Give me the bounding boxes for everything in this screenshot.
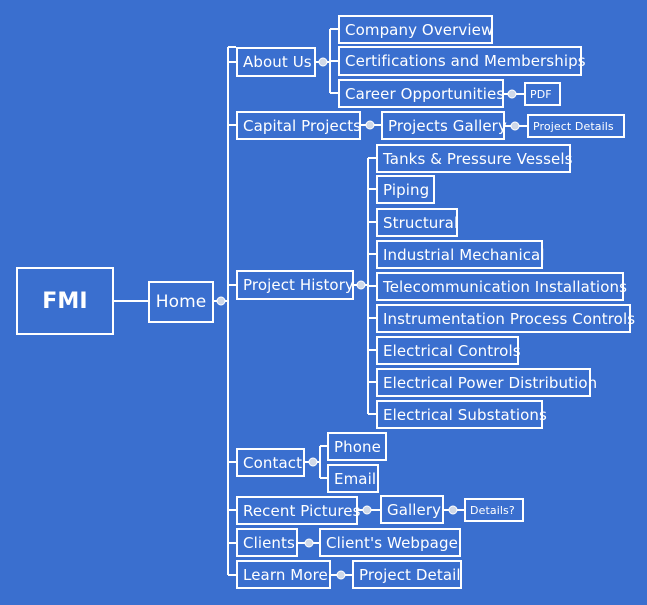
clients-node[interactable]: Clients bbox=[236, 528, 298, 557]
collapse-knob[interactable] bbox=[304, 538, 314, 548]
projects-gallery-node[interactable]: Projects Gallery bbox=[381, 111, 507, 140]
project-history-node[interactable]: Project History bbox=[236, 270, 354, 300]
capital-projects-node[interactable]: Capital Projects bbox=[236, 111, 361, 140]
history-item-structural[interactable]: Structural bbox=[376, 208, 458, 237]
gallery-node[interactable]: Gallery bbox=[380, 495, 444, 524]
company-overview-node[interactable]: Company Overview bbox=[338, 15, 493, 44]
collapse-knob[interactable] bbox=[216, 296, 226, 306]
root-node-fmi[interactable]: FMI bbox=[16, 267, 114, 335]
project-details-node[interactable]: Project Details bbox=[527, 114, 625, 138]
home-node[interactable]: Home bbox=[148, 281, 214, 323]
history-item-tanks[interactable]: Tanks & Pressure Vessels bbox=[376, 144, 572, 173]
collapse-knob[interactable] bbox=[336, 570, 346, 580]
collapse-knob[interactable] bbox=[308, 457, 318, 467]
details-question-node[interactable]: Details? bbox=[464, 498, 524, 522]
recent-pictures-node[interactable]: Recent Pictures bbox=[236, 496, 360, 525]
history-item-power-distribution[interactable]: Electrical Power Distribution bbox=[376, 368, 597, 397]
collapse-knob[interactable] bbox=[365, 120, 375, 130]
contact-node[interactable]: Contact bbox=[236, 448, 305, 477]
about-us-node[interactable]: About Us bbox=[236, 47, 316, 77]
learn-more-node[interactable]: Learn More bbox=[236, 560, 331, 589]
collapse-knob[interactable] bbox=[507, 89, 517, 99]
collapse-knob[interactable] bbox=[356, 280, 366, 290]
collapse-knob[interactable] bbox=[510, 121, 520, 131]
collapse-knob[interactable] bbox=[448, 505, 458, 515]
collapse-knob[interactable] bbox=[362, 505, 372, 515]
history-item-telecommunication[interactable]: Telecommunication Installations bbox=[376, 272, 627, 301]
career-opportunities-node[interactable]: Career Opportunities bbox=[338, 79, 504, 108]
pdf-node[interactable]: PDF bbox=[524, 82, 561, 106]
history-item-instrumentation[interactable]: Instrumentation Process Controls bbox=[376, 304, 635, 333]
project-detail-node[interactable]: Project Detail bbox=[352, 560, 462, 589]
history-item-industrial-mechanical[interactable]: Industrial Mechanical bbox=[376, 240, 545, 269]
history-item-substations[interactable]: Electrical Substations bbox=[376, 400, 547, 429]
collapse-knob[interactable] bbox=[318, 57, 328, 67]
phone-node[interactable]: Phone bbox=[327, 432, 387, 461]
history-item-piping[interactable]: Piping bbox=[376, 175, 435, 204]
history-item-electrical-controls[interactable]: Electrical Controls bbox=[376, 336, 521, 365]
email-node[interactable]: Email bbox=[327, 464, 379, 493]
certifications-node[interactable]: Certifications and Memberships bbox=[338, 46, 586, 76]
clients-webpage-node[interactable]: Client's Webpage bbox=[319, 528, 461, 557]
